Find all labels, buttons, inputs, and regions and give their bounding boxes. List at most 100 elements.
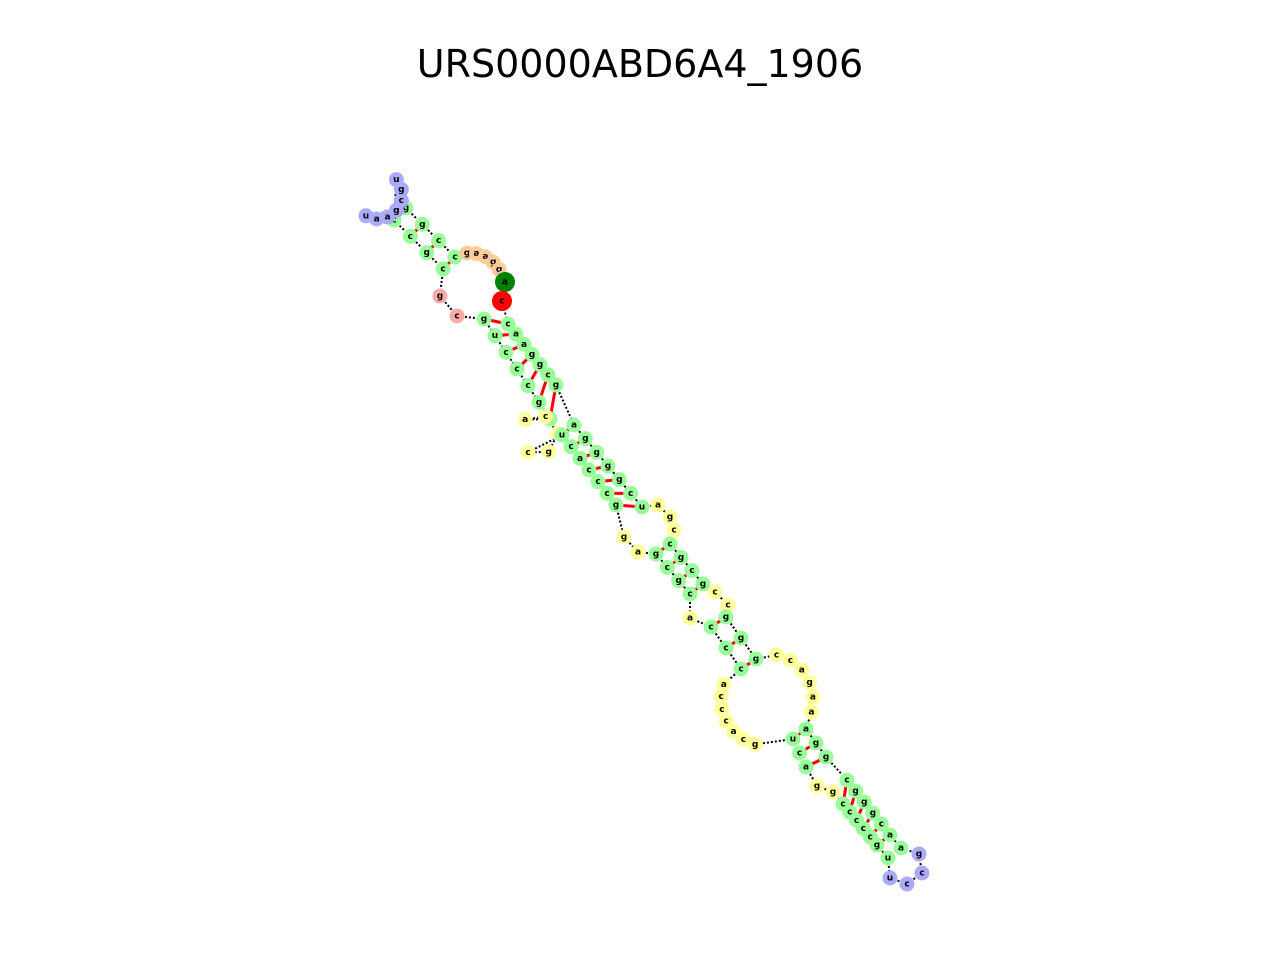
interior-loop-2-right-nt-1: c xyxy=(720,597,736,613)
main-stem-top-right-nt-4-circle xyxy=(532,357,548,373)
interior-loop-3-nt-1-label: g xyxy=(830,788,836,798)
interior-loop-2-right-nt-0: c xyxy=(707,584,723,600)
main-stem-mid-left-nt-4: c xyxy=(590,474,606,490)
main-stem-mid-right-nt-4-circle xyxy=(611,472,627,488)
stem-6-left-nt-3-label: c xyxy=(861,824,866,834)
backbone-seg xyxy=(680,556,693,572)
stem-4-right-nt-1: g xyxy=(733,630,749,646)
stem-6-right-nt-2: g xyxy=(856,794,872,810)
interior-loop-3-nt-1: g xyxy=(825,784,841,800)
stem-6-right-nt-5-circle xyxy=(882,827,898,843)
stem-6-right-nt-2-label: g xyxy=(861,798,867,808)
stem-3-right-nt-3-label: g xyxy=(700,580,706,590)
stem-3-right-nt-1-label: g xyxy=(678,553,684,563)
main-stem-mid-left-nt-6: g xyxy=(608,497,624,513)
stem-3-right-nt-2: c xyxy=(684,563,700,579)
main-stem-mid-right-nt-1: g xyxy=(577,431,593,447)
stem-3-right-nt-3-circle xyxy=(695,576,711,592)
five-prime-nt-0: g xyxy=(432,288,448,304)
main-stem-top-right-nt-1-circle xyxy=(508,326,524,342)
five-prime-nt-1: c xyxy=(449,308,465,324)
lower-hairpin-loop-nt-1: c xyxy=(914,865,930,881)
multiloop-nt-2-label: a xyxy=(482,252,488,262)
large-loop-left-nt-6-circle xyxy=(747,736,763,752)
main-stem-top-right-nt-1: a xyxy=(508,326,524,342)
main-stem-top-left-nt-1-label: u xyxy=(492,331,498,341)
interior-loop-2-left-nt-0: a xyxy=(682,610,698,626)
upper-hairpin-stem-left-nt-1: c xyxy=(402,228,418,244)
large-loop-left-nt-2-circle xyxy=(714,701,730,717)
five-prime-nt-1-circle xyxy=(449,308,465,324)
upper-hairpin-stem-left-nt-3-label: c xyxy=(440,265,445,275)
main-stem-mid-left-nt-5-label: c xyxy=(604,489,609,499)
stem-6-right-nt-1: g xyxy=(848,783,864,799)
backbone-seg xyxy=(607,465,621,481)
interior-loop-1-right-nt-2-label: c xyxy=(671,526,676,536)
upper-hairpin-loop-nt-6-label: u xyxy=(393,175,399,185)
backbone-seg xyxy=(657,504,671,518)
backbone-seg xyxy=(876,844,889,859)
main-stem-mid-left-nt-2-label: a xyxy=(577,454,583,464)
stem-6-left-nt-4-label: c xyxy=(868,832,873,842)
upper-hairpin-loop-nt-0-label: u xyxy=(363,211,369,221)
lower-hairpin-loop-nt-2: c xyxy=(899,876,915,892)
main-stem-top-left-nt-2-label: c xyxy=(503,348,508,358)
interior-loop-1-left-nt-1-label: a xyxy=(635,548,641,558)
stem-3-left-nt-0: g xyxy=(648,546,664,562)
main-stem-top-right-nt-2: a xyxy=(516,336,532,352)
interior-loop-2-left-nt-0-label: a xyxy=(687,614,693,624)
interior-loop-1-left-nt-1-circle xyxy=(630,544,646,560)
large-loop-right-nt-1: c xyxy=(782,652,798,668)
lower-hairpin-loop-nt-1-label: c xyxy=(919,869,924,879)
stem-4-left-nt-2-label: c xyxy=(738,665,743,675)
main-stem-top-right-nt-4-label: g xyxy=(537,360,543,370)
main-stem-mid-left-nt-3-circle xyxy=(581,462,597,478)
large-loop-left-nt-2: c xyxy=(714,701,730,717)
large-loop-right-nt-0-circle xyxy=(769,647,785,663)
large-loop-right-nt-5-circle xyxy=(803,704,819,720)
stem-5-right-nt-1-circle xyxy=(808,735,824,751)
main-stem-mid-right-nt-6-label: u xyxy=(639,503,645,513)
main-stem-top-right-nt-3: g xyxy=(524,347,540,362)
upper-hairpin-stem-right-nt-1-label: g xyxy=(419,220,425,230)
large-loop-right-nt-1-label: c xyxy=(788,656,793,666)
main-stem-mid-left-nt-4-circle xyxy=(590,474,606,490)
upper-hairpin-loop-nt-6: u xyxy=(388,172,404,188)
stem-6-left-nt-5-circle xyxy=(869,837,885,853)
large-loop-right-nt-3-label: g xyxy=(806,678,812,688)
lower-hairpin-closing-nt-1-circle xyxy=(893,840,909,856)
stem-3-right-nt-1-circle xyxy=(673,549,689,565)
bulge-1-nt-4: c xyxy=(520,444,536,460)
stem-4-left-nt-0: c xyxy=(703,619,719,635)
lower-hairpin-loop-nt-3-circle xyxy=(882,870,898,886)
stem-4-left-nt-0-circle xyxy=(703,619,719,635)
stem-6-right-nt-3: g xyxy=(865,805,881,821)
upper-hairpin-loop-nt-5-label: g xyxy=(398,185,404,195)
main-stem-mid-right-nt-3-circle xyxy=(600,458,616,474)
five-prime-nt-0-circle xyxy=(432,288,448,304)
main-stem-mid-right-nt-2-label: g xyxy=(593,448,599,458)
upper-hairpin-loop-nt-1-label: a xyxy=(374,214,380,224)
main-stem-top-left-nt-5-label: g xyxy=(536,398,542,408)
backbone-seg xyxy=(805,711,813,730)
main-stem-mid-left-nt-6-circle xyxy=(608,497,624,513)
lower-hairpin-loop-nt-3-label: u xyxy=(887,874,893,884)
stem-4-right-nt-0: g xyxy=(718,609,734,625)
interior-loop-1-right-nt-1-circle xyxy=(662,509,678,525)
interior-loop-1-left-nt-1: a xyxy=(630,544,646,560)
large-loop-left-nt-2-label: c xyxy=(719,705,724,715)
bulge-1-nt-0-circle xyxy=(517,412,533,428)
main-stem-mid-right-nt-5-label: c xyxy=(628,489,633,499)
main-stem-top-right-nt-1-label: a xyxy=(513,330,519,340)
large-loop-right-nt-5-label: a xyxy=(808,707,814,717)
stem-6-right-nt-0-circle xyxy=(839,772,855,788)
upper-hairpin-stem-left-nt-1-circle xyxy=(402,228,418,244)
lower-hairpin-loop-nt-1-circle xyxy=(914,865,930,881)
stem-5-right-nt-1-label: g xyxy=(813,739,819,749)
large-loop-left-nt-0-label: a xyxy=(721,680,727,690)
stem-4-left-nt-1-label: c xyxy=(723,644,728,654)
upper-hairpin-stem-right-nt-0-label: g xyxy=(403,204,409,214)
upper-hairpin-stem-left-nt-1-label: c xyxy=(408,232,413,242)
stem-4-right-nt-0-circle xyxy=(718,609,734,625)
large-loop-left-nt-0: a xyxy=(716,676,732,692)
